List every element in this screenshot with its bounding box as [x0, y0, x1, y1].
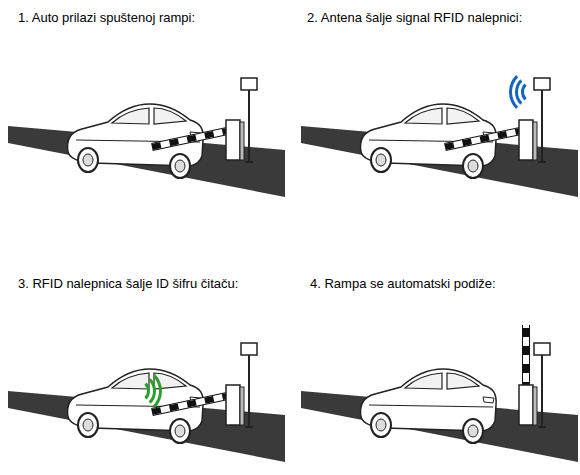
wheel [78, 148, 98, 172]
barrier-post [226, 120, 240, 160]
barrier-stripes [152, 395, 232, 412]
antenna-reader [241, 343, 257, 355]
signal-wave [144, 383, 150, 400]
hub [175, 160, 185, 172]
hub [468, 160, 478, 172]
wheel [170, 419, 190, 443]
barrier-arm-outline [522, 325, 530, 391]
barrier-stripes [152, 130, 232, 147]
hub [83, 154, 93, 166]
signal-wave [509, 75, 518, 109]
car-window [112, 108, 149, 124]
hub [175, 425, 185, 437]
wheel [170, 154, 190, 178]
panel-scene [301, 325, 578, 462]
panel-scene [8, 78, 285, 197]
hub [468, 425, 478, 437]
panel-caption: 3. RFID nalepnica šalje ID šifru čitaču: [18, 276, 238, 291]
antenna-pole [541, 90, 543, 162]
car-line [369, 405, 493, 407]
headlight [483, 397, 494, 403]
car [361, 369, 497, 443]
hub [83, 419, 93, 431]
barrier-arm [523, 325, 529, 391]
barrier-post-side [240, 387, 244, 425]
pole-foot [538, 161, 546, 163]
wheel [463, 419, 483, 443]
signal-wave [149, 378, 156, 403]
barrier-post-side [240, 122, 244, 160]
barrier-arm-outline [152, 395, 232, 412]
panel-scene [8, 343, 285, 462]
car-window [112, 373, 149, 389]
signal-wave [521, 84, 527, 101]
car-window [154, 108, 186, 124]
wheel [78, 413, 98, 437]
signal-wave [515, 79, 522, 104]
barrier-arm [152, 130, 232, 147]
wheel [371, 148, 391, 172]
antenna-pole [248, 90, 250, 162]
barrier-post [519, 120, 533, 160]
barrier-arm [152, 395, 232, 412]
barrier-stripes [445, 130, 525, 147]
panel-caption: 1. Auto prilazi spuštenoj rampi: [18, 10, 195, 25]
antenna-reader [241, 78, 257, 90]
antenna-reader [534, 78, 550, 90]
car-window [447, 373, 479, 389]
signal-wave [153, 374, 162, 408]
panel-scene [301, 75, 578, 197]
hub [376, 154, 386, 166]
pole-foot [245, 426, 253, 428]
barrier-arm-outline [445, 130, 525, 147]
barrier-post [519, 385, 533, 425]
car-window [405, 108, 442, 124]
barrier-stripes [523, 325, 529, 391]
barrier-post-side [533, 387, 537, 425]
panel-caption: 4. Rampa se automatski podiže: [310, 276, 496, 291]
barrier-post-side [533, 122, 537, 160]
hub [376, 419, 386, 431]
antenna-pole [248, 355, 250, 427]
panel-caption: 2. Antena šalje signal RFID nalepnici: [307, 10, 522, 25]
pole-foot [245, 161, 253, 163]
antenna-pole [541, 355, 543, 427]
antenna-reader [534, 343, 550, 355]
barrier-arm-outline [152, 130, 232, 147]
pole-foot [538, 426, 546, 428]
barrier-post [226, 385, 240, 425]
wheel [371, 413, 391, 437]
car-window [447, 108, 479, 124]
wheel [463, 154, 483, 178]
car-window [405, 373, 442, 389]
barrier-arm [445, 130, 525, 147]
